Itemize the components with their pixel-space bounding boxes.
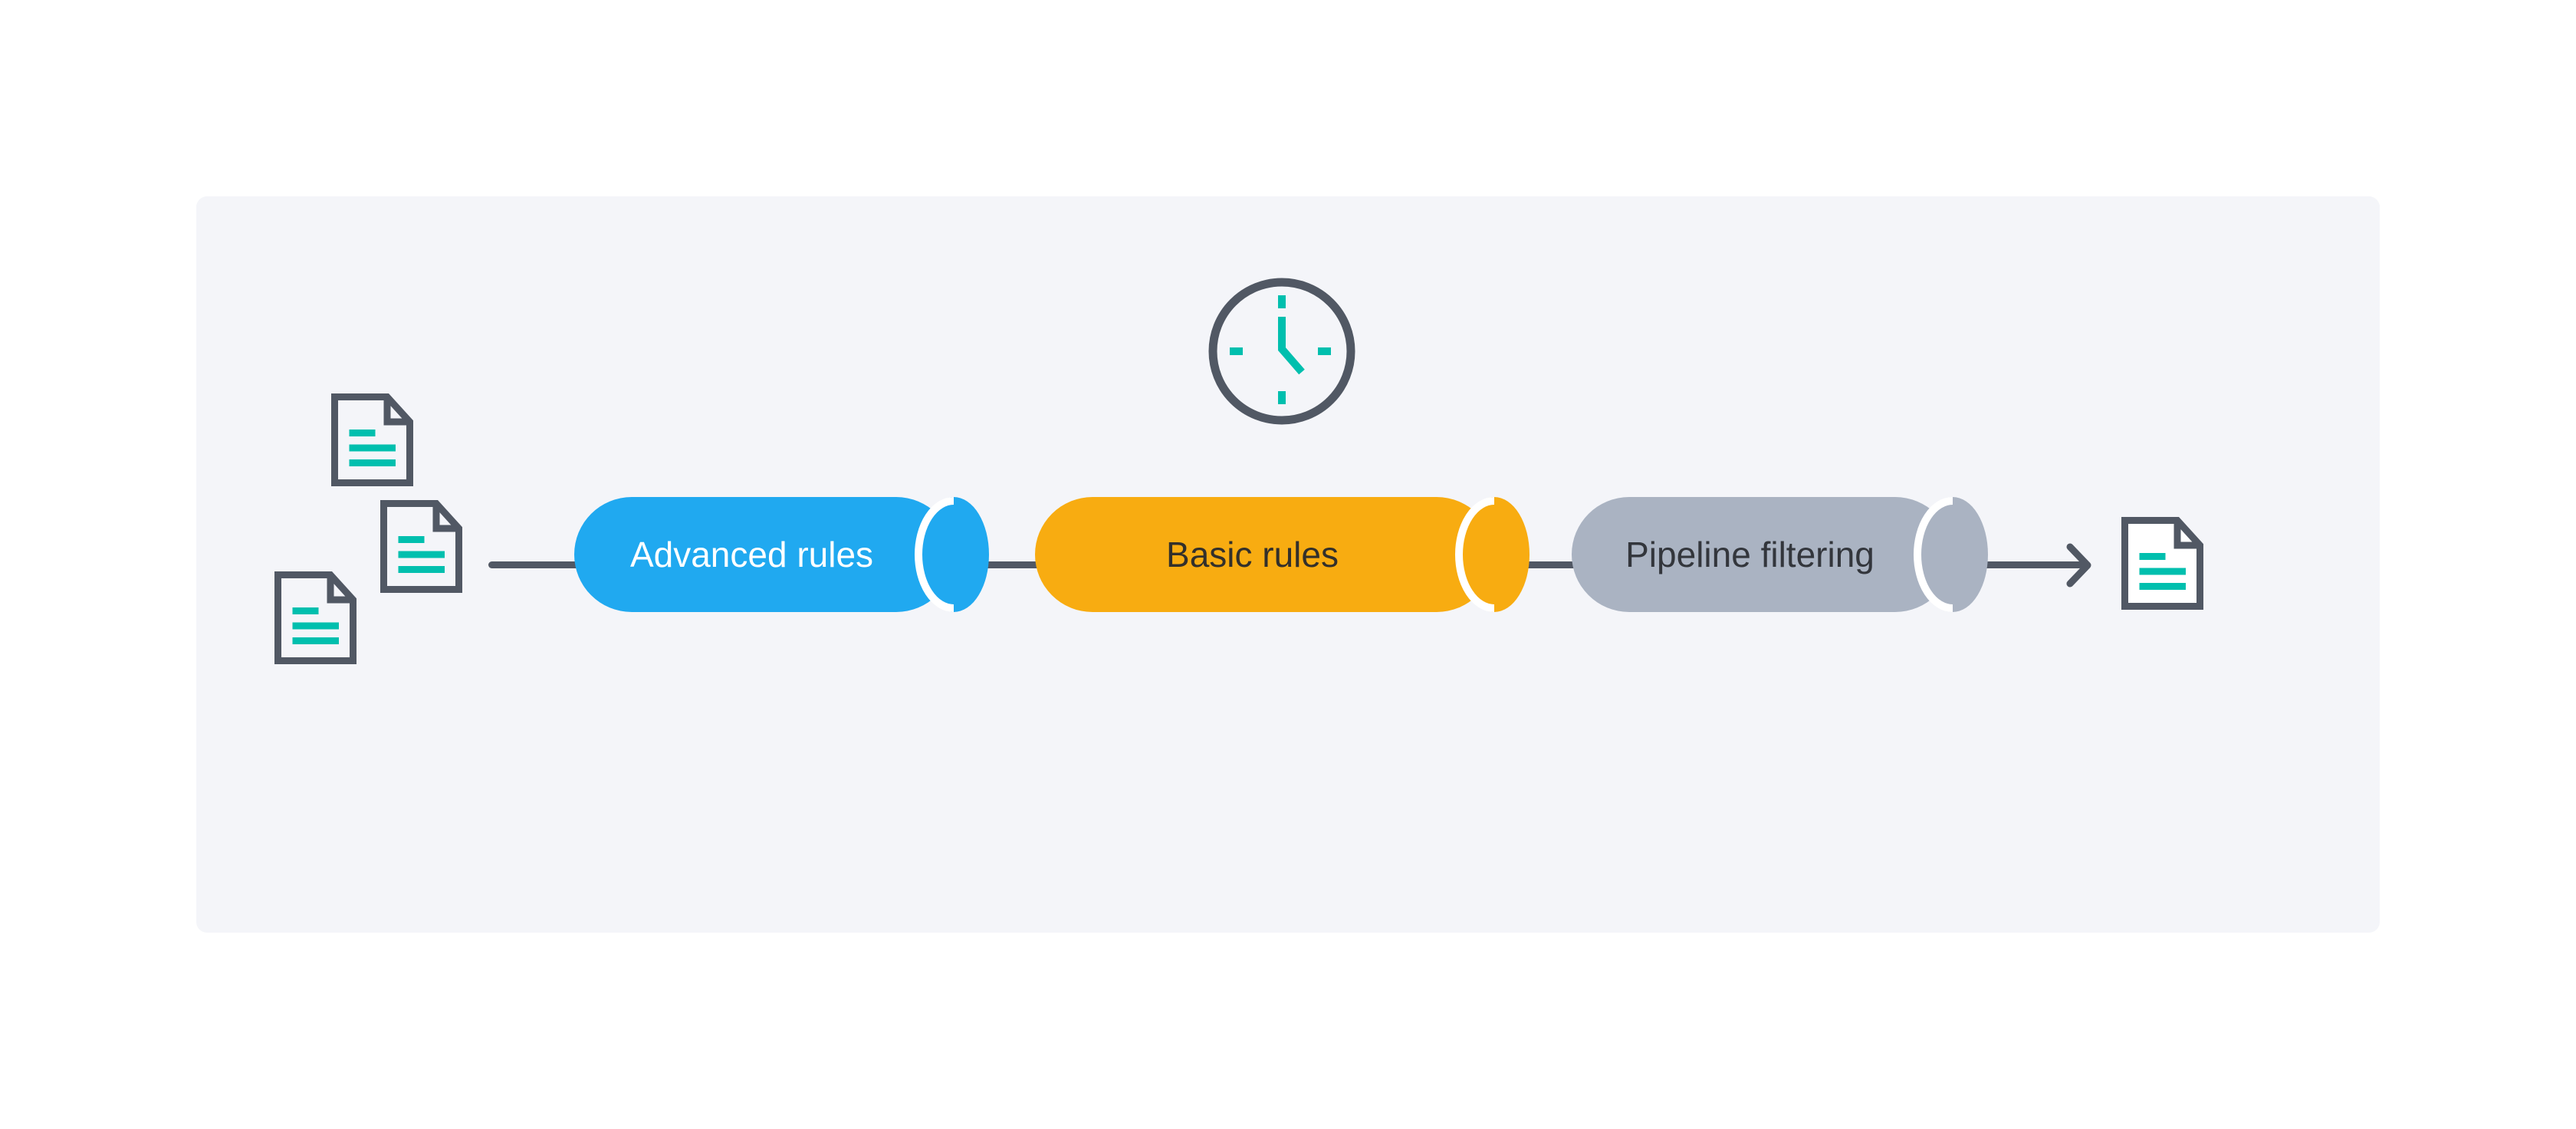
output-document-icon <box>2121 517 2203 610</box>
cylinder-shape <box>1035 497 1530 612</box>
stage-label-basic-rules: Basic rules <box>1166 535 1339 574</box>
stage-label-pipeline-filtering: Pipeline filtering <box>1625 535 1875 574</box>
stage-cylinder-basic-rules: Basic rules <box>1035 497 1530 612</box>
input-document-icon-3 <box>274 571 356 664</box>
cylinder-shape <box>574 497 989 612</box>
diagram-panel: Advanced rules Basic rules Pipeline filt… <box>196 196 2380 933</box>
clock-icon <box>1208 278 1355 425</box>
input-document-icon-1 <box>331 393 413 486</box>
cylinder-shape <box>1572 497 1988 612</box>
input-document-icon-2 <box>380 500 462 593</box>
stage-label-advanced-rules: Advanced rules <box>629 535 874 574</box>
stage-cylinder-pipeline-filtering: Pipeline filtering <box>1572 497 1988 612</box>
stage-cylinder-advanced-rules: Advanced rules <box>574 497 989 612</box>
arrowhead-icon <box>2066 543 2091 588</box>
